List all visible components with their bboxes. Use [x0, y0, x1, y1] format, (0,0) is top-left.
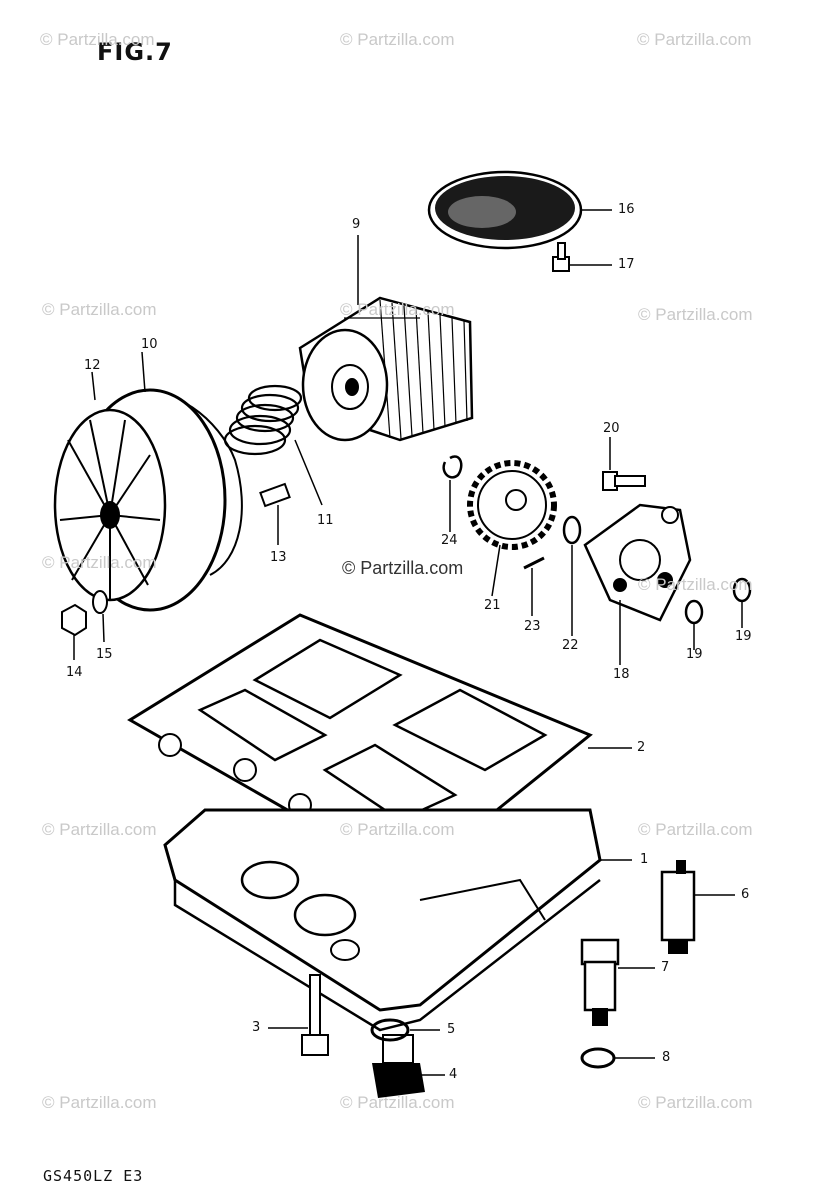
- watermark: © Partzilla.com: [340, 300, 455, 319]
- callout-22: 22: [562, 638, 579, 653]
- gear-pin: [523, 556, 545, 570]
- callout-16: 16: [618, 202, 635, 217]
- callout-11: 11: [317, 513, 334, 528]
- circlip: [442, 455, 463, 479]
- callout-19a: 19: [686, 647, 703, 662]
- watermark: © Partzilla.com: [42, 820, 157, 839]
- callout-13: 13: [270, 550, 287, 565]
- oil-pressure-switch: [660, 860, 696, 954]
- figure-title: FIG.7: [97, 38, 173, 66]
- dowel-pin: [259, 482, 291, 508]
- callout-19b: 19: [735, 629, 752, 644]
- watermark-center: © Partzilla.com: [342, 558, 464, 578]
- callout-21: 21: [484, 598, 501, 613]
- pump-bolt: [602, 471, 646, 491]
- pump-driven-gear: [467, 460, 557, 550]
- watermark: © Partzilla.com: [340, 30, 455, 49]
- watermark: © Partzilla.com: [637, 30, 752, 49]
- callout-14: 14: [66, 665, 83, 680]
- watermark: © Partzilla.com: [42, 300, 157, 319]
- watermark: © Partzilla.com: [42, 1093, 157, 1112]
- oil-level-switch: [580, 938, 620, 1026]
- watermark: © Partzilla.com: [638, 575, 753, 594]
- filter-spring: [223, 384, 303, 456]
- oil-pan: [163, 808, 602, 1032]
- leader-lines: [73, 209, 743, 1076]
- pump-o-ring: [684, 599, 704, 625]
- switch-gasket: [580, 1047, 616, 1069]
- oil-filter: [298, 296, 474, 442]
- callout-7: 7: [661, 960, 670, 975]
- watermark: © Partzilla.com: [42, 553, 157, 572]
- callout-6: 6: [741, 887, 750, 902]
- oil-filter-cap: [53, 388, 227, 612]
- strainer-bolt: [552, 242, 570, 272]
- callout-23: 23: [524, 619, 541, 634]
- callout-4: 4: [449, 1067, 458, 1082]
- drain-plug: [372, 1034, 425, 1098]
- cap-washer: [92, 590, 108, 614]
- callout-15: 15: [96, 647, 113, 662]
- callout-9: 9: [352, 217, 361, 232]
- callout-2: 2: [637, 740, 646, 755]
- callout-10: 10: [141, 337, 158, 352]
- watermark: © Partzilla.com: [340, 820, 455, 839]
- gear-washer: [562, 515, 582, 545]
- watermark: © Partzilla.com: [638, 305, 753, 324]
- watermark: © Partzilla.com: [638, 820, 753, 839]
- callout-17: 17: [618, 257, 635, 272]
- callout-12: 12: [84, 358, 101, 373]
- watermark: © Partzilla.com: [340, 1093, 455, 1112]
- callout-1: 1: [640, 852, 649, 867]
- oil-pump: [583, 503, 692, 622]
- callout-20: 20: [603, 421, 620, 436]
- callout-24: 24: [441, 533, 458, 548]
- callout-3: 3: [252, 1020, 261, 1035]
- oil-strainer: [427, 170, 583, 250]
- watermark: © Partzilla.com: [40, 30, 155, 49]
- watermark: © Partzilla.com: [638, 1093, 753, 1112]
- oil-pan-bolt: [301, 974, 329, 1056]
- callout-8: 8: [662, 1050, 671, 1065]
- model-code: GS450LZ E3: [43, 1167, 144, 1185]
- drain-plug-gasket: [370, 1018, 410, 1042]
- callout-5: 5: [447, 1022, 456, 1037]
- pump-o-ring: [732, 577, 752, 603]
- callout-18: 18: [613, 667, 630, 682]
- cap-nut: [61, 603, 87, 637]
